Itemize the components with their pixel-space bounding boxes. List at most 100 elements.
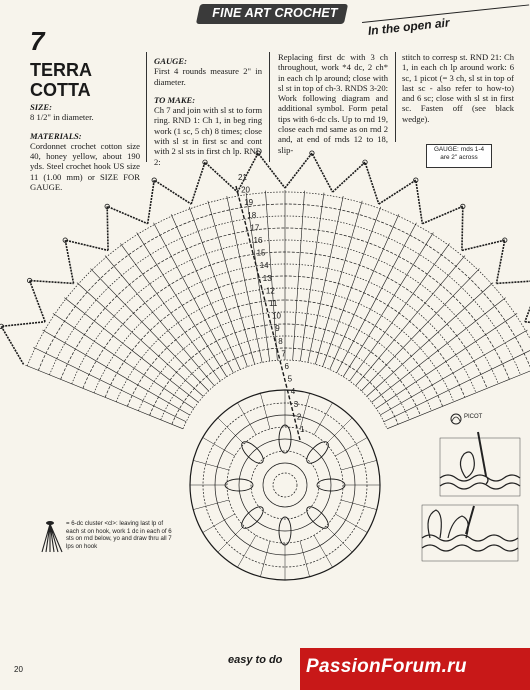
fan-spoke — [349, 243, 450, 382]
center-spoke — [313, 535, 333, 568]
fan-spoke — [366, 282, 494, 397]
fan-spoke — [64, 297, 199, 403]
center-spoke — [202, 513, 235, 533]
cluster-symbol-icon — [41, 521, 63, 553]
picot-mark — [413, 177, 419, 183]
petal-tip — [28, 279, 74, 323]
round-label: 3 — [294, 400, 299, 409]
picot-mark — [0, 323, 4, 329]
center-spoke — [260, 540, 271, 577]
picot-mark — [460, 203, 466, 209]
round-label: 5 — [288, 375, 293, 384]
round-label: 12 — [266, 286, 275, 295]
center-round — [272, 472, 298, 498]
materials-text: Cordonnet crochet cotton size 40, honey … — [30, 140, 140, 193]
gauge-text: First 4 rounds measure 2" in diameter. — [154, 66, 262, 87]
center-spoke — [335, 437, 368, 457]
column-divider — [146, 52, 147, 162]
size-text: 8 1/2" in diameter. — [30, 112, 94, 123]
picot-mark — [202, 159, 208, 165]
pattern-title-line2: COTTA — [30, 80, 91, 100]
gauge-heading: GAUGE: — [154, 56, 187, 66]
column-finish: stitch to corresp st. RND 21: Ch 1, in e… — [402, 52, 514, 124]
picot-mark — [255, 150, 261, 156]
fan-spoke — [207, 200, 255, 365]
fan-spoke — [307, 196, 344, 363]
fan-section — [0, 150, 530, 430]
picot-mark — [309, 150, 315, 156]
round-label: 1 — [300, 425, 305, 434]
petal-tip — [378, 178, 424, 224]
fan-spoke — [245, 192, 270, 362]
fan-spoke — [300, 192, 325, 362]
center-spoke — [299, 540, 310, 577]
fan-spoke — [25, 364, 184, 430]
center-spoke — [340, 460, 377, 471]
gauge-note-line2: are 2" across — [440, 154, 478, 161]
petal-tip — [106, 205, 148, 251]
round-label: 7 — [281, 349, 286, 358]
round-label: 18 — [247, 211, 256, 220]
column-divider — [395, 52, 396, 142]
center-spoke — [335, 513, 368, 533]
gauge-note-box: GAUGE: rnds 1-4 are 2" across — [426, 144, 492, 168]
round-label: 9 — [275, 324, 280, 333]
round-label: 19 — [244, 198, 253, 207]
picot-mark — [151, 177, 157, 183]
petal-tip — [146, 178, 192, 224]
petal-tip — [0, 320, 46, 365]
fan-spoke — [265, 190, 278, 361]
fan-spoke — [361, 268, 480, 392]
center-spoke — [299, 393, 310, 430]
round-label: 20 — [241, 186, 250, 195]
petal-tip — [190, 160, 238, 205]
round-label: 21 — [238, 173, 247, 182]
center-spoke — [193, 499, 230, 510]
center-circle — [189, 389, 381, 581]
materials-heading: MATERIALS: — [30, 130, 82, 141]
fan-spoke — [336, 222, 417, 374]
picot-mark — [27, 277, 33, 284]
fan-spoke — [104, 255, 215, 386]
size-heading: SIZE: — [30, 102, 52, 112]
center-spoke — [313, 402, 333, 435]
stitch-illustration-bottom — [421, 504, 519, 562]
fan-round-arc — [127, 299, 443, 407]
fan-spoke — [380, 329, 528, 416]
fan-spoke — [170, 214, 241, 370]
fan-spoke — [226, 196, 263, 363]
petal-tip — [236, 151, 286, 193]
fan-spoke — [383, 350, 530, 423]
petal-tip — [422, 205, 464, 251]
rounds-text: Replacing first dc with 3 ch throughout,… — [278, 52, 388, 155]
fan-spoke — [90, 268, 209, 392]
round-label: 14 — [260, 261, 269, 270]
picot-legend-label: PICOT — [464, 414, 483, 420]
center-spoke — [193, 460, 230, 471]
easy-to-do-logo: easy to do — [228, 654, 283, 666]
fan-spoke — [371, 297, 506, 403]
column-size-materials: SIZE: 8 1/2" in diameter. MATERIALS: Cor… — [30, 98, 140, 192]
column-rounds: Replacing first dc with 3 ch throughout,… — [278, 52, 388, 155]
cluster-legend-text: = 6-dc cluster <cl>: leaving last lp of … — [66, 520, 172, 550]
stitch-illustration-top — [439, 431, 521, 497]
fan-spoke — [188, 206, 248, 367]
fan-spoke — [33, 346, 187, 423]
fan-spoke — [76, 282, 204, 397]
round-label: 16 — [254, 236, 263, 245]
round-label: 4 — [291, 387, 296, 396]
column-divider — [269, 52, 270, 162]
round-label: 17 — [250, 223, 259, 232]
watermark-background — [300, 648, 530, 690]
center-spoke — [325, 525, 353, 553]
petal-tip — [524, 320, 530, 324]
fan-round-arc — [71, 239, 499, 384]
fan-round-arc — [26, 191, 530, 366]
center-round — [226, 426, 344, 544]
center-round — [250, 450, 320, 520]
round-label: 13 — [263, 274, 272, 283]
center-spoke — [340, 499, 377, 510]
